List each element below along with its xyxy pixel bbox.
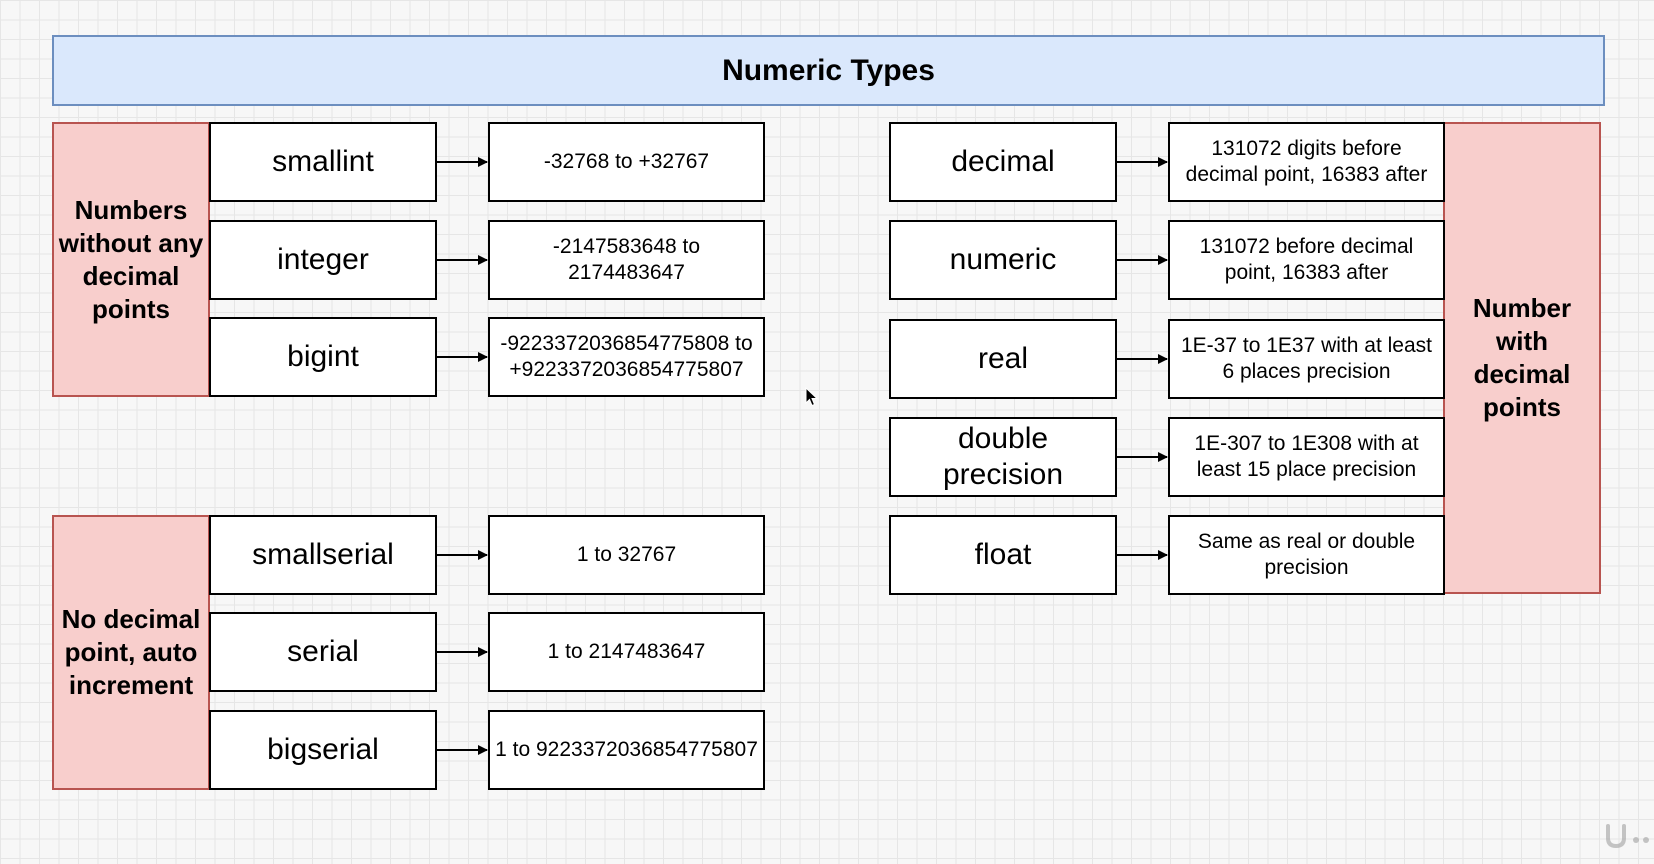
group-label-decimals: Number with decimal points (1443, 122, 1601, 594)
type-box-decimal: decimal (889, 122, 1117, 202)
mouse-cursor-icon (805, 387, 819, 407)
type-box-numeric: numeric (889, 220, 1117, 300)
type-box-bigserial: bigserial (209, 710, 437, 790)
group-label-integers: Numbers without any decimal points (52, 122, 210, 397)
range-box-smallint: -32768 to +32767 (488, 122, 765, 202)
range-box-float: Same as real or double precision (1168, 515, 1445, 595)
range-box-smallserial: 1 to 32767 (488, 515, 765, 595)
range-box-serial: 1 to 2147483647 (488, 612, 765, 692)
watermark-logo-icon (1606, 824, 1649, 849)
group-label-serials: No decimal point, auto increment (52, 515, 210, 790)
type-box-float: float (889, 515, 1117, 595)
type-box-double-precision: double precision (889, 417, 1117, 497)
type-box-bigint: bigint (209, 317, 437, 397)
range-box-numeric: 131072 before decimal point, 16383 after (1168, 220, 1445, 300)
type-box-real: real (889, 319, 1117, 399)
range-box-bigint: -9223372036854775808 to +922337203685477… (488, 317, 765, 397)
group-label-integers-text: Numbers without any decimal points (58, 194, 204, 324)
range-box-bigserial: 1 to 9223372036854775807 (488, 710, 765, 790)
type-box-smallserial: smallserial (209, 515, 437, 595)
diagram-title: Numeric Types (52, 35, 1605, 106)
range-box-integer: -2147583648 to 2174483647 (488, 220, 765, 300)
type-box-integer: integer (209, 220, 437, 300)
group-label-serials-text: No decimal point, auto increment (61, 604, 201, 700)
range-box-double-precision: 1E-307 to 1E308 with at least 15 place p… (1168, 417, 1445, 497)
type-box-smallint: smallint (209, 122, 437, 202)
range-box-real: 1E-37 to 1E37 with at least 6 places pre… (1168, 319, 1445, 399)
group-label-decimals-text: Number with decimal points (1472, 293, 1572, 422)
range-box-decimal: 131072 digits before decimal point, 1638… (1168, 122, 1445, 202)
type-box-serial: serial (209, 612, 437, 692)
